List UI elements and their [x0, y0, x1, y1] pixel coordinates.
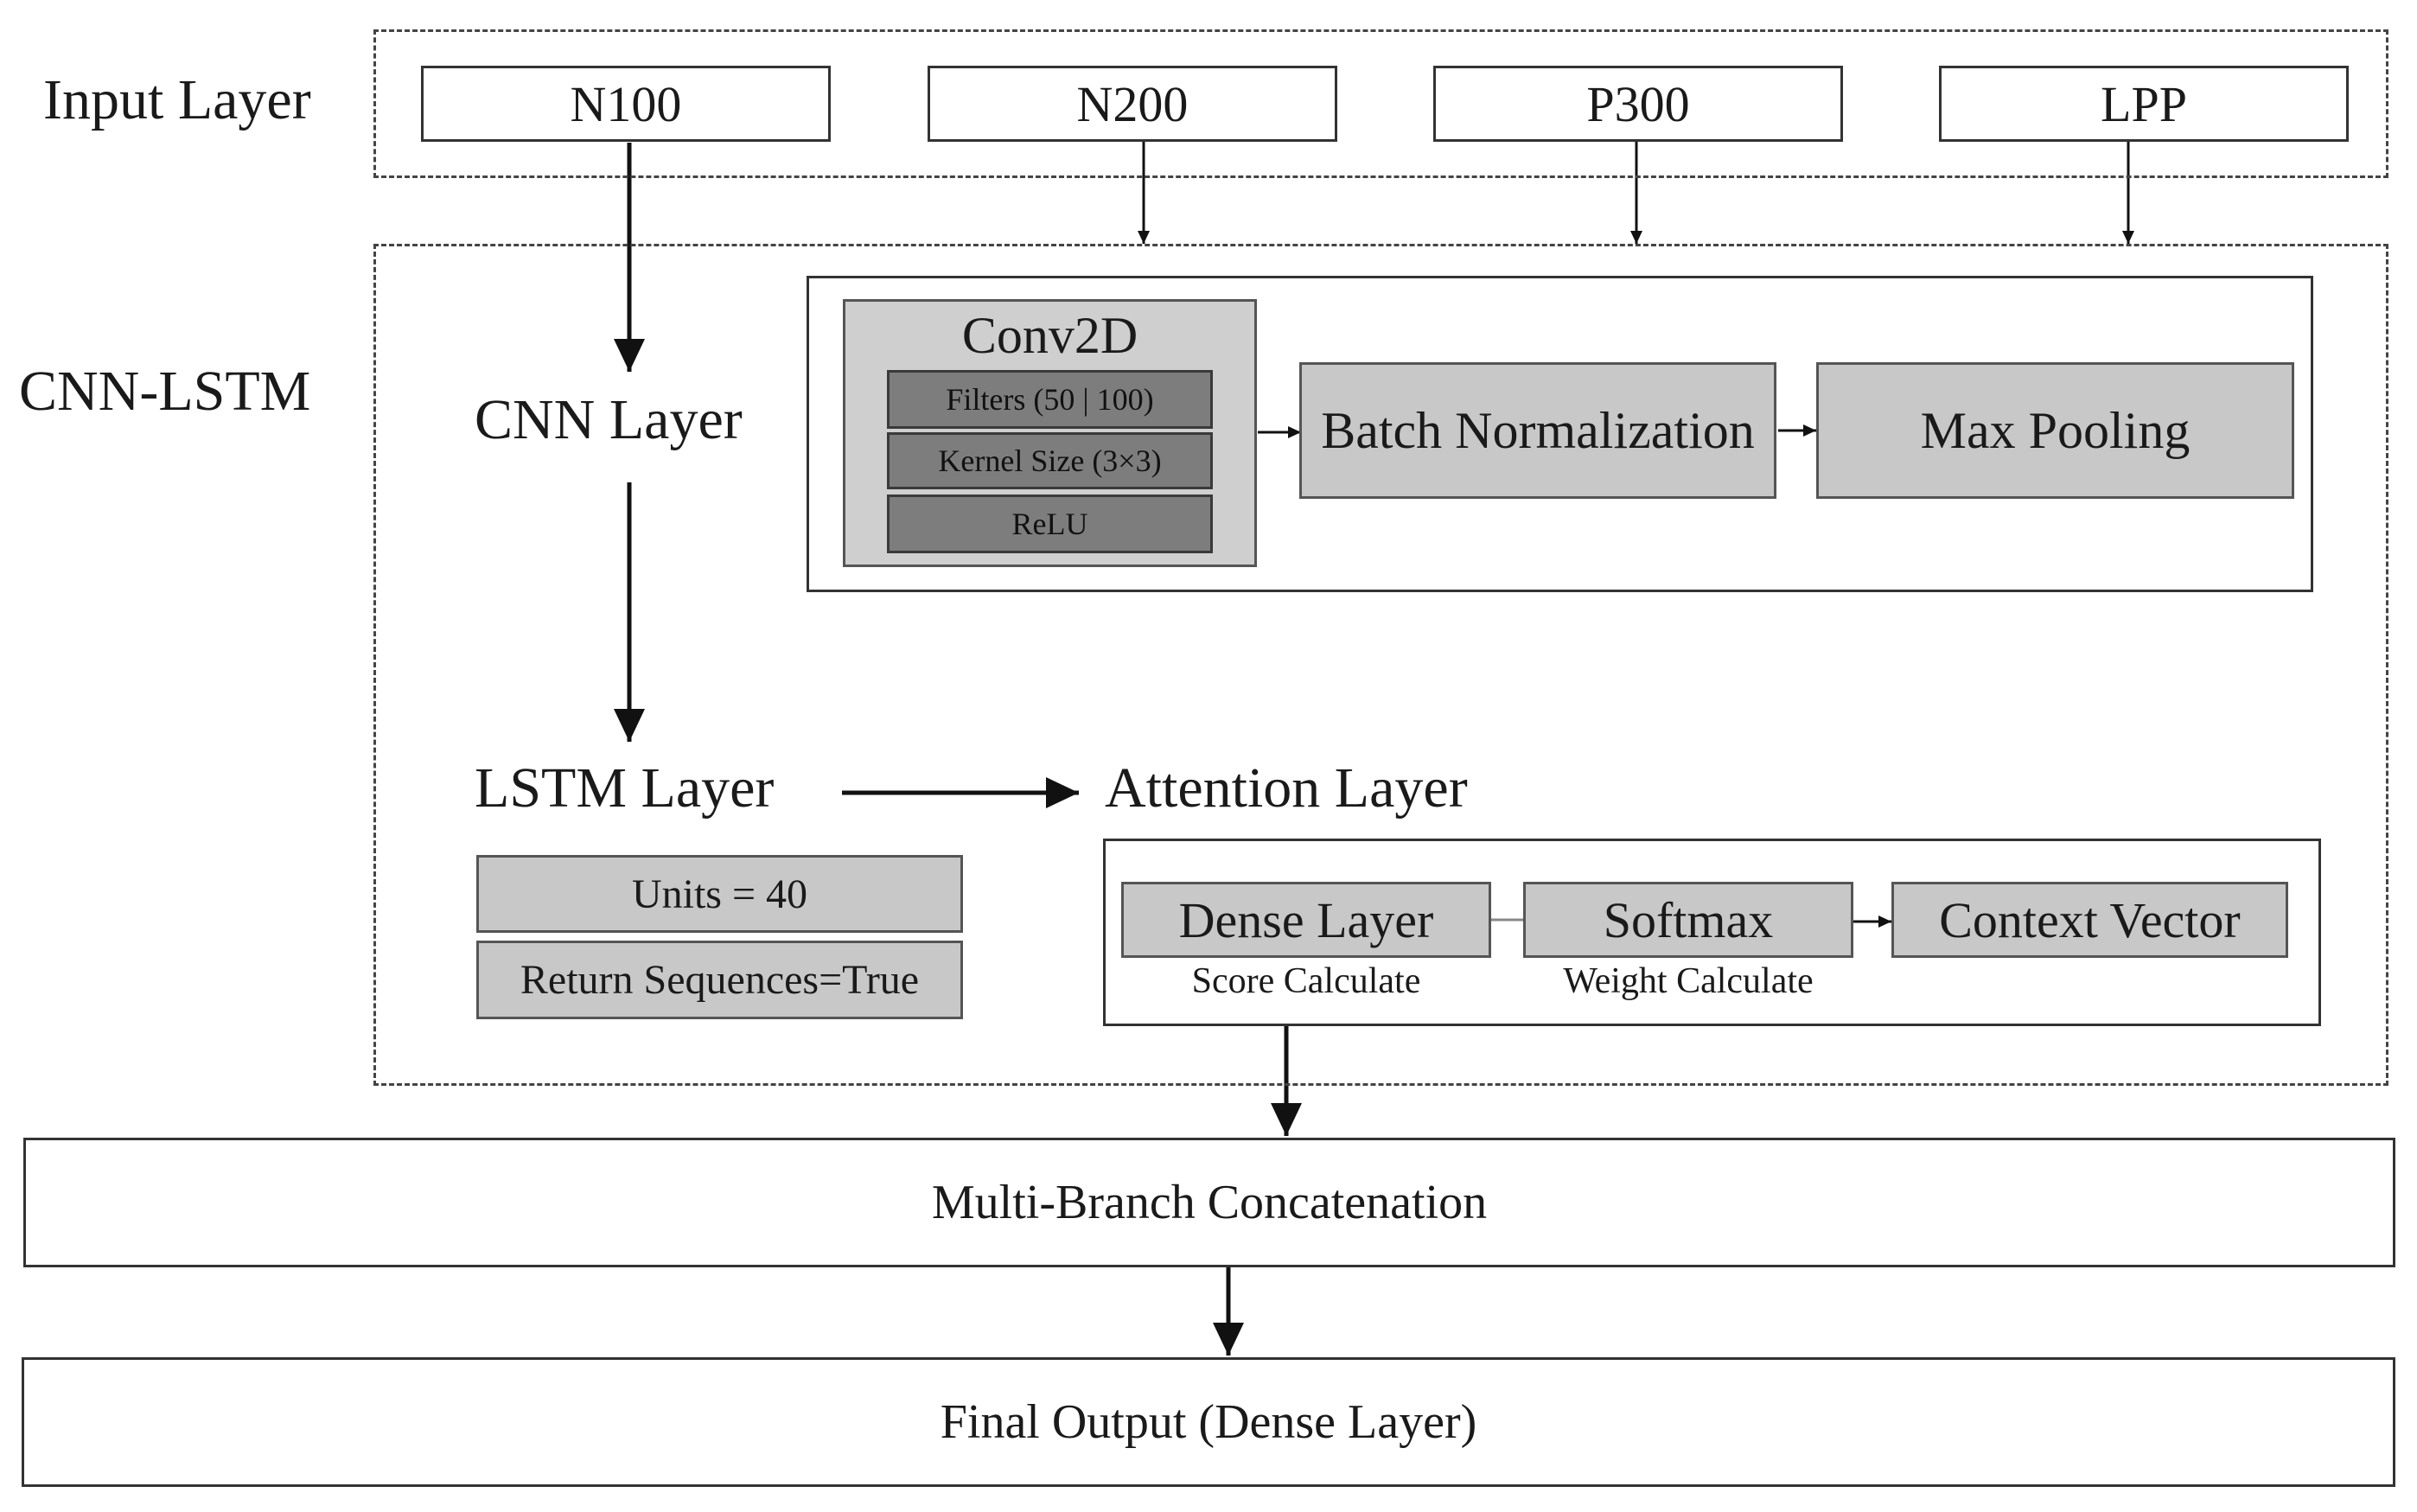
conv2d-param-activation: ReLU: [887, 494, 1213, 553]
conv2d-param-activation-label: ReLU: [1011, 507, 1088, 541]
conv2d-param-filters-label: Filters (50 | 100): [946, 382, 1154, 417]
final-output-label: Final Output (Dense Layer): [940, 1395, 1477, 1449]
attention-dense-block: Dense Layer: [1121, 882, 1491, 958]
input-node-n100: N100: [421, 66, 831, 142]
input-node-n200-label: N200: [1076, 75, 1189, 132]
attention-detail-frame: [1103, 839, 2321, 1026]
max-pooling-block: Max Pooling: [1816, 362, 2294, 499]
max-pooling-label: Max Pooling: [1920, 401, 2191, 459]
input-node-p300: P300: [1433, 66, 1843, 142]
input-node-p300-label: P300: [1586, 75, 1690, 132]
concatenation-block: Multi-Branch Concatenation: [23, 1138, 2395, 1267]
lstm-return-sequences-label: Return Sequences=True: [520, 957, 920, 1003]
concatenation-label: Multi-Branch Concatenation: [931, 1176, 1488, 1229]
lstm-return-sequences-box: Return Sequences=True: [476, 941, 963, 1019]
input-node-n100-label: N100: [570, 75, 682, 132]
attention-softmax-block: Softmax: [1523, 882, 1853, 958]
lstm-layer-label: LSTM Layer: [475, 756, 775, 820]
batch-normalization-label: Batch Normalization: [1321, 402, 1755, 459]
attention-dense-label: Dense Layer: [1178, 891, 1434, 948]
attention-context-vector-block: Context Vector: [1891, 882, 2288, 958]
cnn-layer-label: CNN Layer: [475, 388, 743, 451]
attention-layer-label: Attention Layer: [1105, 756, 1468, 820]
lstm-units-label: Units = 40: [631, 871, 808, 917]
input-node-lpp: LPP: [1939, 66, 2349, 142]
attention-context-vector-label: Context Vector: [1939, 891, 2241, 948]
input-layer-label: Input Layer: [43, 68, 311, 131]
batch-normalization-block: Batch Normalization: [1299, 362, 1776, 499]
attention-dense-caption: Score Calculate: [1191, 961, 1421, 1001]
final-output-block: Final Output (Dense Layer): [22, 1357, 2395, 1487]
lstm-units-box: Units = 40: [476, 855, 963, 933]
input-node-lpp-label: LPP: [2101, 75, 2187, 132]
cnn-lstm-frame: [373, 244, 2388, 1086]
cnn-detail-frame: [807, 276, 2313, 592]
input-node-n200: N200: [928, 66, 1337, 142]
conv2d-title: Conv2D: [961, 306, 1138, 364]
conv2d-param-filters: Filters (50 | 100): [887, 370, 1213, 429]
attention-softmax-caption: Weight Calculate: [1563, 961, 1814, 1001]
conv2d-param-kernel-label: Kernel Size (3×3): [938, 443, 1162, 478]
input-layer-frame: [373, 29, 2388, 178]
conv2d-param-kernel: Kernel Size (3×3): [887, 432, 1213, 489]
attention-softmax-label: Softmax: [1603, 891, 1774, 948]
cnn-lstm-label: CNN-LSTM: [19, 360, 311, 423]
